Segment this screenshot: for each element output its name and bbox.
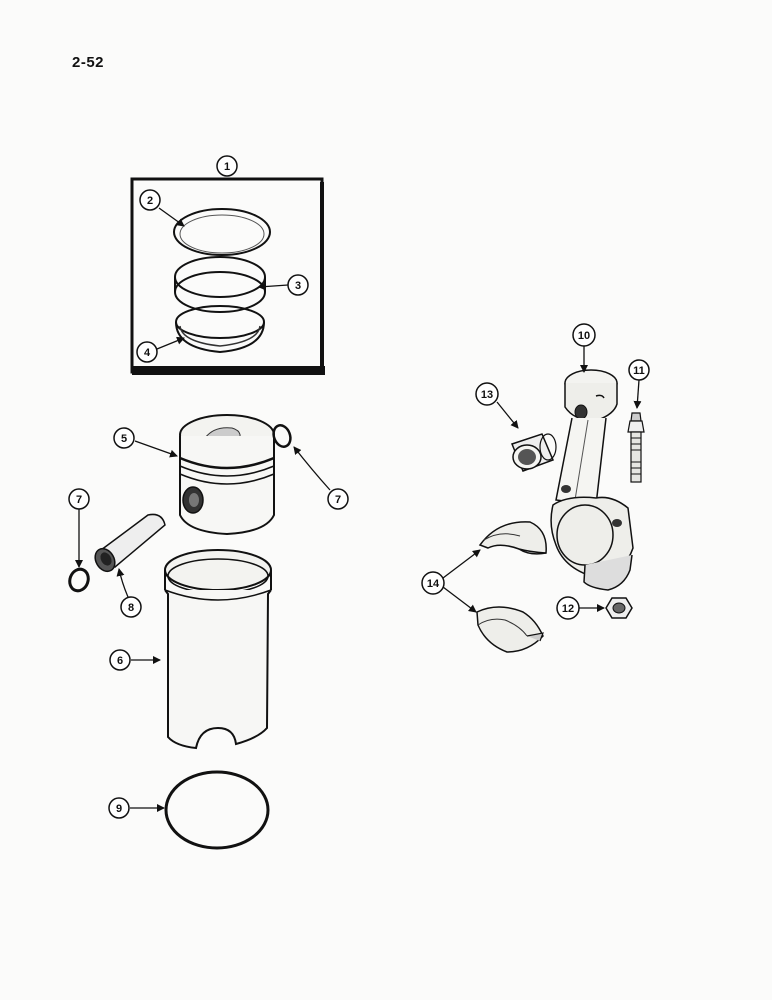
callout-4: 4 (136, 341, 158, 363)
callout-12: 12 (556, 596, 580, 620)
callout-8: 8 (120, 596, 142, 618)
callout-6: 6 (109, 649, 131, 671)
connecting-rod (550, 369, 634, 591)
callout-7-left: 7 (68, 488, 90, 510)
compression-ring-second (174, 256, 266, 313)
svg-text:10: 10 (578, 330, 590, 342)
connecting-rod-nut (605, 597, 633, 619)
compression-ring-top (173, 208, 271, 256)
svg-text:2: 2 (147, 195, 153, 207)
piston-ring-set-box (130, 177, 325, 375)
svg-text:13: 13 (481, 389, 493, 401)
page-number: 2-52 (72, 54, 105, 71)
upper-bearing-shell (478, 521, 547, 555)
piston-pin (94, 513, 166, 573)
callout-9: 9 (108, 797, 130, 819)
svg-text:4: 4 (144, 347, 151, 359)
callout-2: 2 (139, 189, 161, 211)
small-end-bushing (511, 433, 557, 472)
svg-text:6: 6 (117, 655, 123, 667)
snap-ring-left (68, 567, 90, 593)
callout-13: 13 (475, 382, 499, 406)
callout-5: 5 (113, 427, 135, 449)
callout-14: 14 (421, 571, 445, 595)
piston (179, 414, 275, 536)
connecting-rod-bolt (627, 412, 645, 483)
svg-text:7: 7 (76, 494, 82, 506)
svg-text:5: 5 (121, 433, 127, 445)
callout-11: 11 (628, 359, 650, 381)
snap-ring-right (272, 424, 292, 448)
svg-text:3: 3 (295, 280, 301, 292)
sleeve-o-ring (164, 770, 270, 850)
callout-10: 10 (572, 323, 596, 347)
cylinder-sleeve (164, 549, 272, 750)
callout-3: 3 (287, 274, 309, 296)
svg-text:11: 11 (633, 365, 645, 377)
lower-bearing-shell (476, 606, 544, 653)
svg-text:14: 14 (427, 578, 440, 590)
svg-text:7: 7 (335, 494, 341, 506)
leader-lines (75, 207, 642, 812)
svg-text:12: 12 (562, 603, 574, 615)
callout-7-right: 7 (327, 488, 349, 510)
callouts: 1 2 3 4 5 7 7 (68, 155, 650, 819)
svg-text:9: 9 (116, 803, 122, 815)
svg-text:1: 1 (224, 161, 230, 173)
svg-text:8: 8 (128, 602, 134, 614)
oil-control-ring (175, 305, 265, 354)
callout-1: 1 (216, 155, 238, 177)
